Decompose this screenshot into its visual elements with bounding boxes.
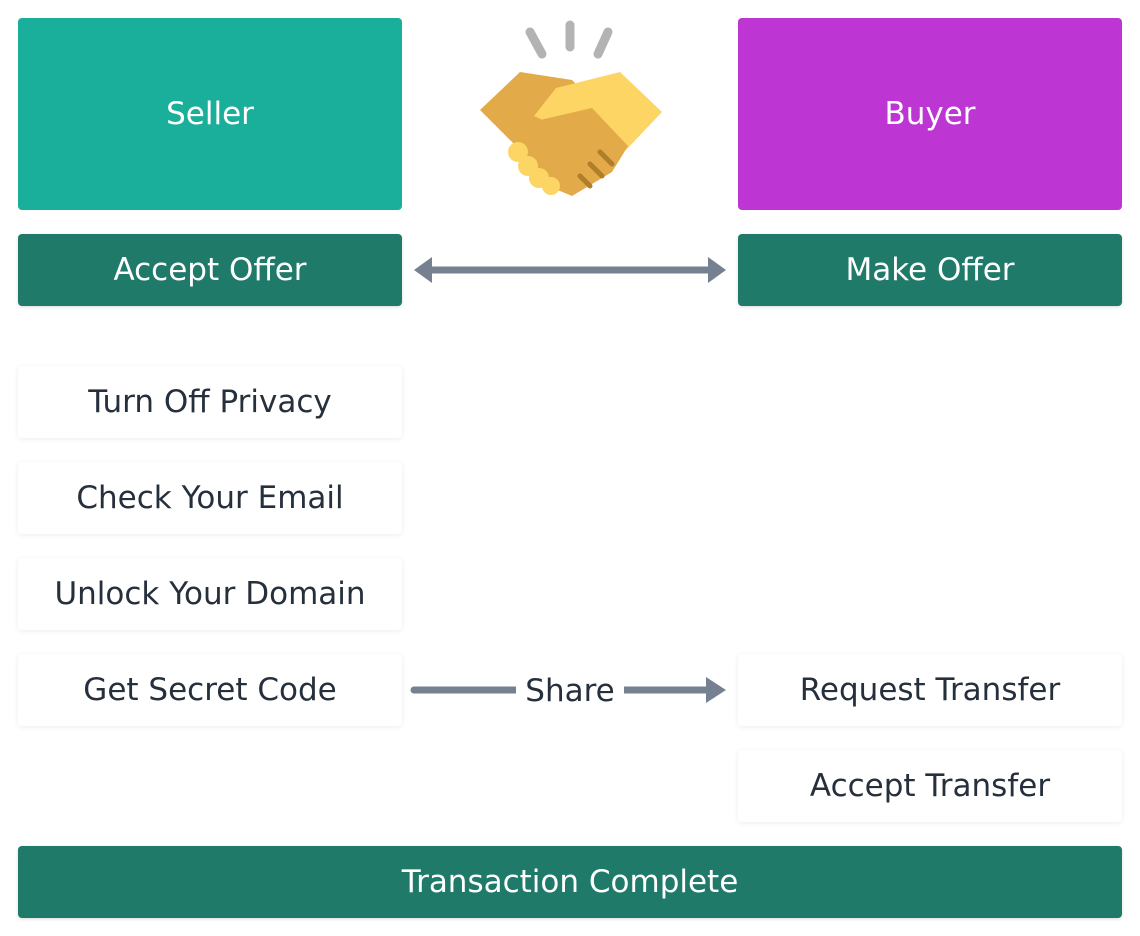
transaction-complete-box: Transaction Complete <box>18 846 1122 918</box>
buyer-box: Buyer <box>738 18 1122 210</box>
seller-step-unlock-domain: Unlock Your Domain <box>18 558 402 630</box>
seller-step-turn-off-privacy: Turn Off Privacy <box>18 366 402 438</box>
seller-step-label: Unlock Your Domain <box>54 576 366 612</box>
share-label: Share <box>516 668 624 714</box>
buyer-step-label: Accept Transfer <box>809 768 1051 804</box>
seller-step-check-email: Check Your Email <box>18 462 402 534</box>
seller-box: Seller <box>18 18 402 210</box>
make-offer-box: Make Offer <box>738 234 1122 306</box>
accept-offer-label: Accept Offer <box>113 252 307 288</box>
make-offer-label: Make Offer <box>845 252 1015 288</box>
buyer-step-label: Request Transfer <box>799 672 1061 708</box>
handshake-sparkle-lines <box>525 20 613 59</box>
transaction-complete-label: Transaction Complete <box>401 864 739 900</box>
buyer-label: Buyer <box>884 96 976 132</box>
seller-step-label: Turn Off Privacy <box>88 384 332 420</box>
seller-step-label: Check Your Email <box>76 480 344 516</box>
buyer-step-accept-transfer: Accept Transfer <box>738 750 1122 822</box>
seller-step-get-secret-code: Get Secret Code <box>18 654 402 726</box>
buyer-step-request-transfer: Request Transfer <box>738 654 1122 726</box>
seller-step-label: Get Secret Code <box>83 672 337 708</box>
accept-offer-box: Accept Offer <box>18 234 402 306</box>
seller-label: Seller <box>166 96 254 132</box>
